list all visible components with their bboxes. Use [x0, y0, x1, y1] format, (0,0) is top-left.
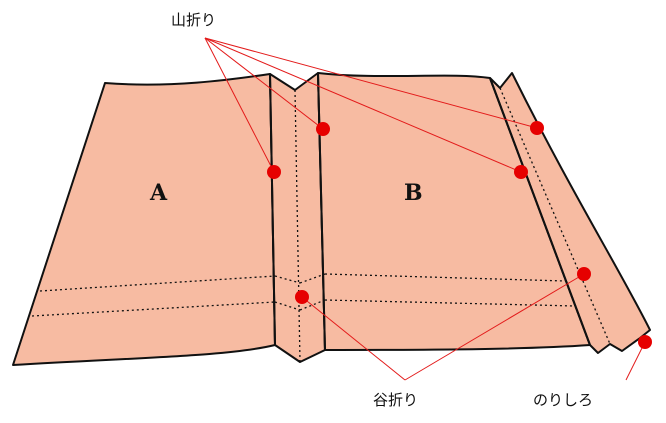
panel-b — [317, 72, 591, 351]
valley-fold-line-side — [499, 87, 611, 345]
mountain-fold-line-b — [317, 72, 326, 351]
leader-mountain-3 — [204, 37, 522, 173]
mountain-fold-label: 山折り — [171, 11, 217, 29]
panel-a-label: A — [150, 180, 168, 206]
marker-valley-center — [295, 290, 309, 304]
fold-markers — [267, 121, 652, 349]
panel-b-label: B — [404, 180, 423, 206]
paper-sheet — [12, 72, 651, 366]
mountain-fold-line-side — [489, 77, 591, 346]
pleat-strip — [269, 72, 326, 363]
marker-mountain-b — [514, 165, 528, 179]
hem-line-lower-strip — [274, 301, 301, 311]
valley-fold-label: 谷折り — [373, 391, 419, 409]
leader-mountain-4 — [204, 37, 538, 129]
valley-fold-line-center — [294, 89, 301, 363]
hem-line-upper-a — [39, 275, 276, 292]
mountain-fold-line-a — [269, 73, 276, 346]
marker-glue-tab — [638, 335, 652, 349]
marker-mountain-side — [530, 121, 544, 135]
hem-line-upper-b — [324, 273, 566, 282]
hem-line-lower-a — [31, 301, 276, 317]
marker-mountain-a — [267, 165, 281, 179]
side-strip — [489, 72, 651, 354]
leader-valley-1 — [301, 296, 406, 381]
dotted-guides — [31, 87, 611, 363]
leader-glue — [625, 341, 646, 381]
panel-a — [12, 73, 276, 366]
leader-mountain-2 — [204, 37, 324, 130]
hem-line-upper-strip — [274, 275, 301, 284]
marker-valley-side — [577, 267, 591, 281]
leader-valley-2 — [404, 273, 585, 381]
glue-tab-label: のりしろ — [533, 391, 594, 409]
marker-mountain-center — [316, 122, 330, 136]
hem-line-lower-b — [324, 299, 576, 307]
leader-mountain-1 — [204, 37, 275, 173]
leader-lines — [204, 37, 646, 381]
